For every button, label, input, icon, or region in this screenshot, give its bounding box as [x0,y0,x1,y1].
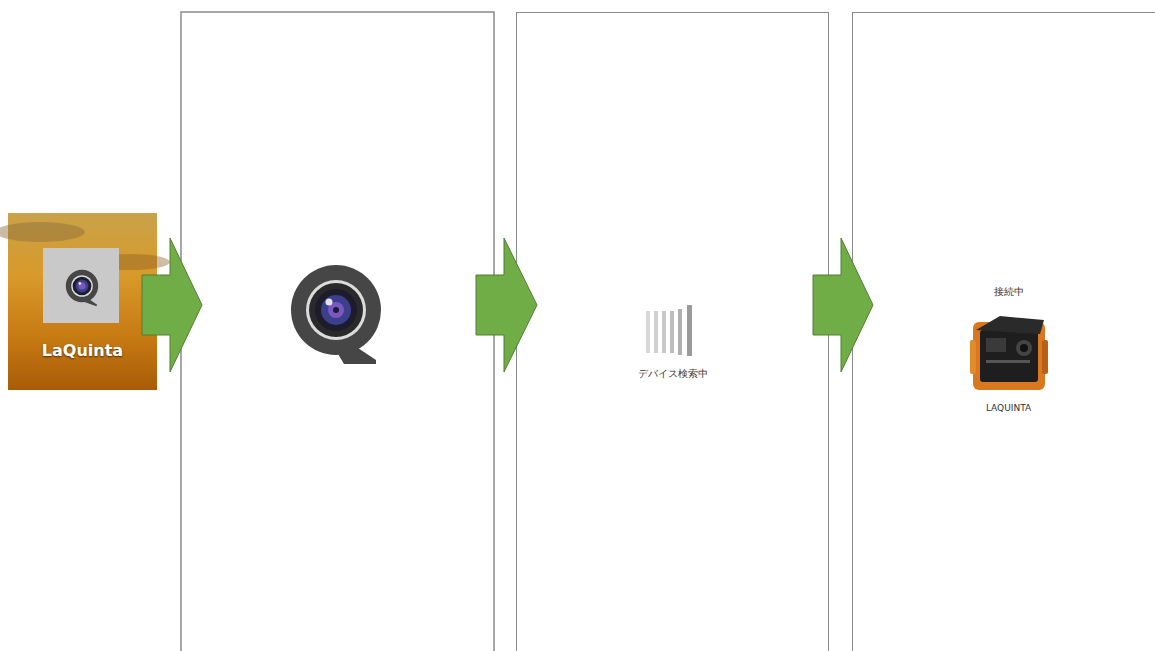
device-illustration [970,316,1048,390]
screen-panel: デバイス検索中 [516,12,829,651]
flow-arrow [142,238,202,372]
app-icon: LaQuinta [8,213,157,390]
node-label: 接続中 [853,285,1155,299]
flow-arrow [813,238,873,372]
loading-indicator [646,305,692,356]
node-label: LAQUINTA [853,403,1155,413]
node-label: デバイス検索中 [517,367,828,381]
app-logo-small [66,270,98,306]
icon-tile [43,248,119,323]
screen-panel: 接続中 LAQUINTA [852,12,1155,651]
node-label: LaQuinta [8,341,157,360]
screen-panel [181,12,494,651]
app-logo-large [291,265,381,364]
cloud [0,222,85,242]
flow-arrow [476,238,537,372]
